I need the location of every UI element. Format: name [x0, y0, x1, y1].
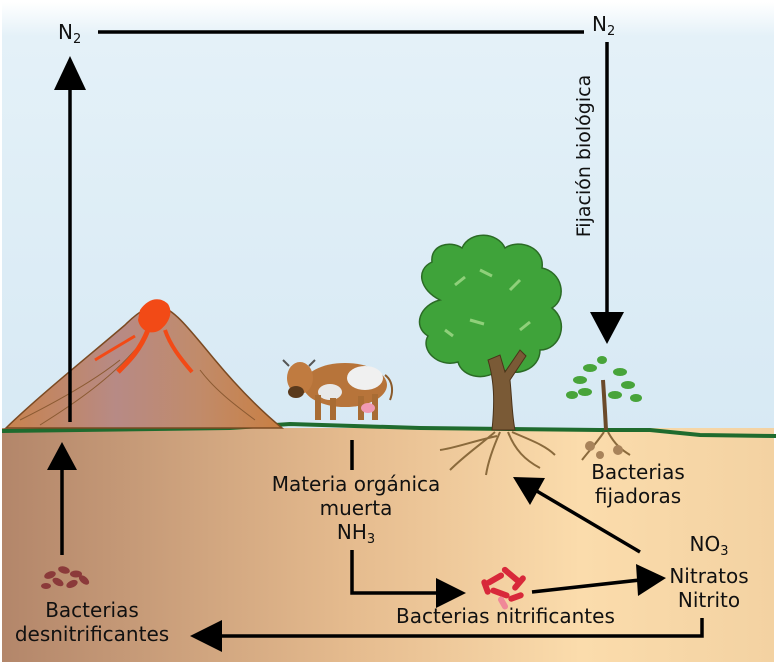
n2-right-subscript: 2: [606, 24, 616, 39]
materia-organica-label: Materia orgánica muerta NH3: [266, 472, 446, 552]
n2-left-base: N: [58, 20, 73, 44]
nitrates-to-tree-line: [534, 488, 641, 554]
arrowhead-to-tree: [513, 477, 545, 505]
nitrito-label: Nitrito: [677, 588, 741, 612]
arrowhead-left-desnit: [190, 620, 222, 652]
n2-left-label: N2: [58, 20, 81, 52]
no3-label: NO3: [654, 532, 764, 564]
denitrifying-bacteria-icon: [41, 566, 90, 589]
fijadoras-line1: Bacterias: [591, 460, 685, 484]
no3-subscript: 3: [720, 544, 729, 559]
arrowhead-right-nitrates: [636, 564, 666, 596]
bacterias-desnitrificantes-label: Bacterias desnitrificantes: [4, 598, 180, 646]
desnit-line1: Bacterias: [45, 598, 139, 622]
cow-icon: [282, 359, 394, 420]
bacterias-fijadoras-label: Bacterias fijadoras: [578, 460, 698, 508]
nh3-base: NH: [336, 520, 367, 544]
nh3-to-bacteria-line: [350, 550, 438, 595]
fijadoras-line2: fijadoras: [594, 484, 682, 508]
n2-left-subscript: 2: [72, 32, 82, 47]
n2-right-label: N2: [592, 12, 615, 44]
no3-base: NO: [689, 532, 721, 556]
nitrito-to-desnit-line: [222, 618, 704, 638]
materia-line2: muerta: [319, 496, 393, 520]
nh3-label: NH3: [266, 520, 446, 552]
bacterias-nitrificantes-label: Bacterias nitrificantes: [396, 604, 615, 628]
plant-icon: [566, 356, 642, 461]
arrowhead-right-bacteria: [436, 578, 466, 608]
arrowhead-up-left: [54, 56, 86, 90]
tree-icon: [418, 234, 563, 476]
nh3-subscript: 3: [366, 532, 376, 547]
arrowhead-up-small: [47, 442, 77, 470]
nitratos-label: Nitratos: [669, 564, 749, 588]
volcano-icon: [4, 299, 285, 429]
nitrifying-bacteria-icon: [481, 566, 526, 610]
fijacion-biologica-label: Fijación biológica: [573, 74, 595, 238]
bacteria-to-nitrates-line: [531, 578, 641, 594]
arrowheads: [47, 56, 666, 652]
cycle-arrows: [60, 30, 704, 638]
nitrogen-compounds-label: NO3 Nitratos Nitrito: [654, 532, 764, 612]
arrowhead-down-fixation: [590, 312, 624, 344]
desnit-line2: desnitrificantes: [14, 622, 170, 646]
materia-line1: Materia orgánica: [271, 472, 441, 496]
n2-right-base: N: [592, 12, 607, 36]
soil-background: [2, 428, 774, 662]
